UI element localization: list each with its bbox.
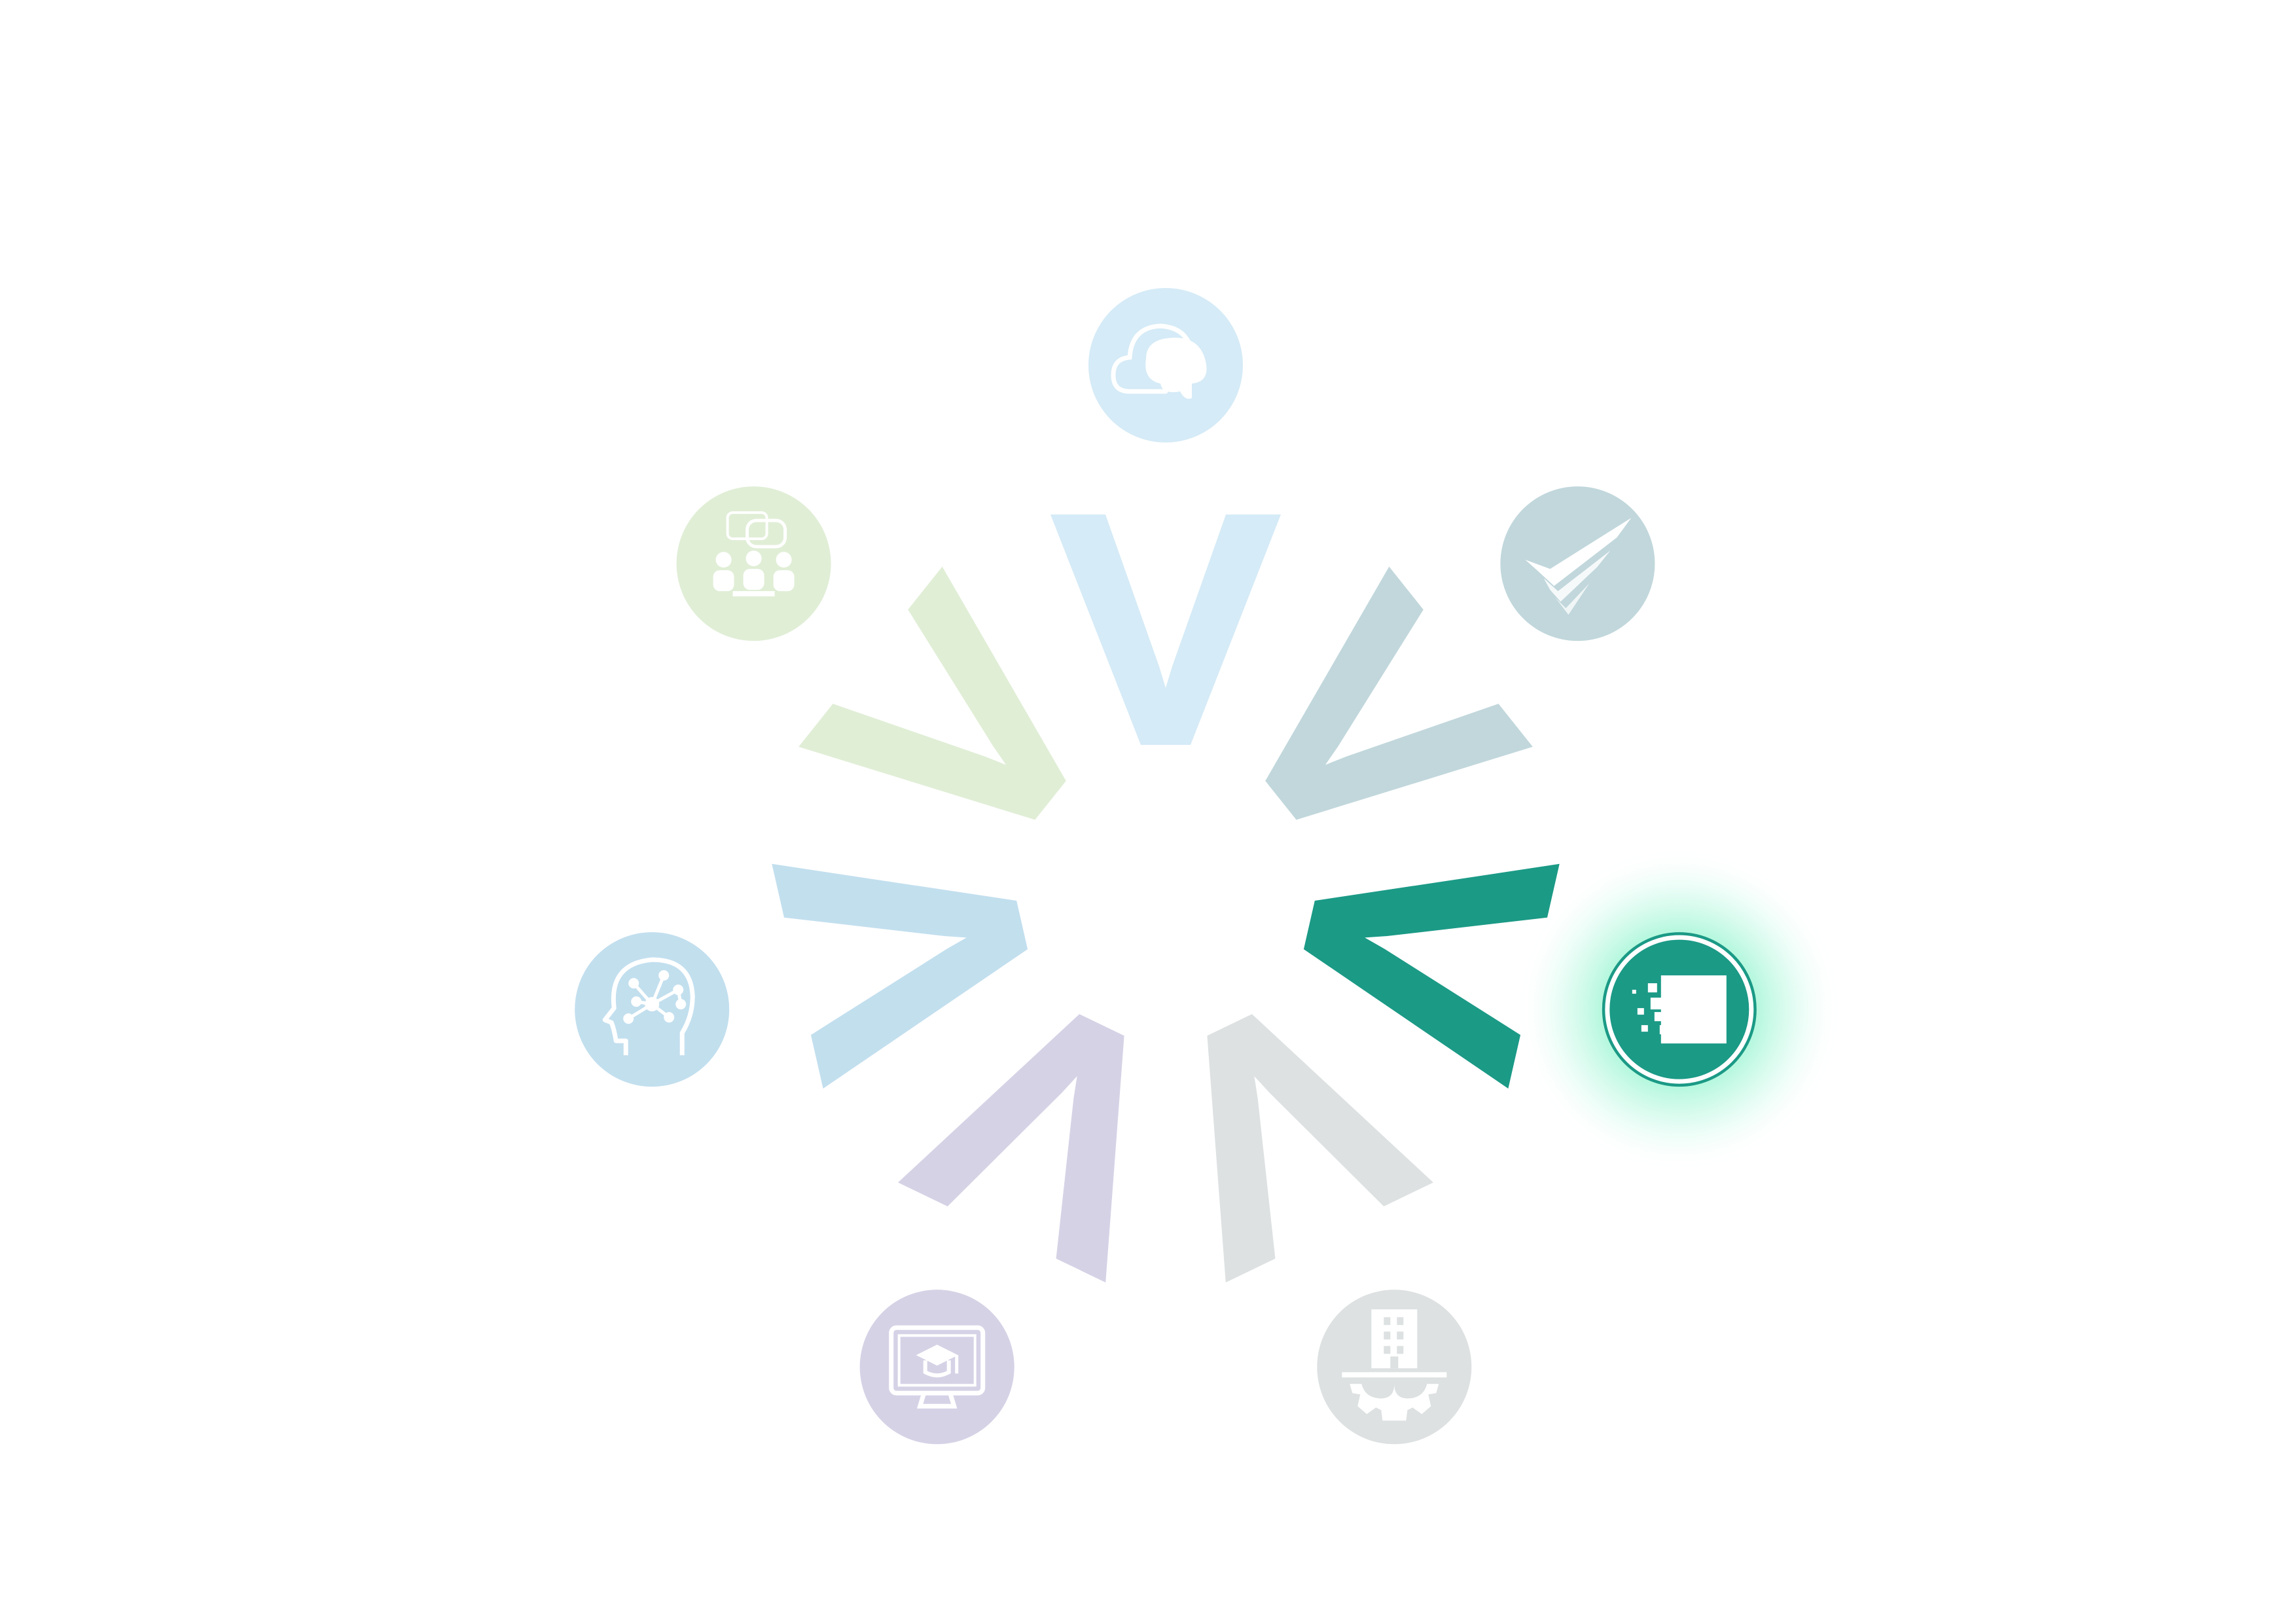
chevron-shape	[1207, 1014, 1433, 1283]
node-cloud-brain[interactable]	[1088, 288, 1243, 442]
people-discussion-icon	[713, 511, 795, 597]
node-checkmark-layers[interactable]	[1500, 486, 1655, 641]
chevron-shape	[798, 566, 1066, 820]
chevron-shape	[898, 1014, 1124, 1283]
chevron-shape	[772, 863, 1028, 1089]
chevron-ring	[772, 514, 1560, 1283]
icon-node-ring	[575, 288, 1843, 1445]
node-ai-mind[interactable]	[575, 932, 730, 1087]
chevron-shape	[1303, 863, 1560, 1089]
chevron-checkmark-layers[interactable]	[1209, 566, 1533, 891]
node-circle	[859, 1290, 1014, 1445]
cloud-brain-icon	[1111, 323, 1207, 399]
node-collaboration[interactable]	[676, 486, 831, 641]
factory-gear-icon	[1342, 1309, 1447, 1421]
chevron-ai-mind[interactable]	[772, 812, 1048, 1089]
head-network-icon	[602, 957, 695, 1056]
chevron-industry[interactable]	[1126, 975, 1433, 1283]
chevron-cloud-brain[interactable]	[1050, 514, 1281, 745]
node-e-learning[interactable]	[859, 1290, 1014, 1445]
data-pixel-icon	[1632, 975, 1727, 1044]
monitor-graduation-cap-icon	[889, 1325, 986, 1409]
chevron-e-learning[interactable]	[898, 975, 1206, 1283]
node-industry[interactable]	[1317, 1290, 1472, 1445]
chevron-shape	[1265, 566, 1533, 820]
chevron-data-processing[interactable]	[1283, 812, 1560, 1089]
checkmark-layers-icon	[1525, 518, 1632, 615]
node-data-processing[interactable]	[1515, 846, 1843, 1174]
chevron-shape	[1050, 514, 1281, 745]
active-ring	[1605, 935, 1754, 1084]
chevron-collaboration[interactable]	[798, 566, 1122, 891]
